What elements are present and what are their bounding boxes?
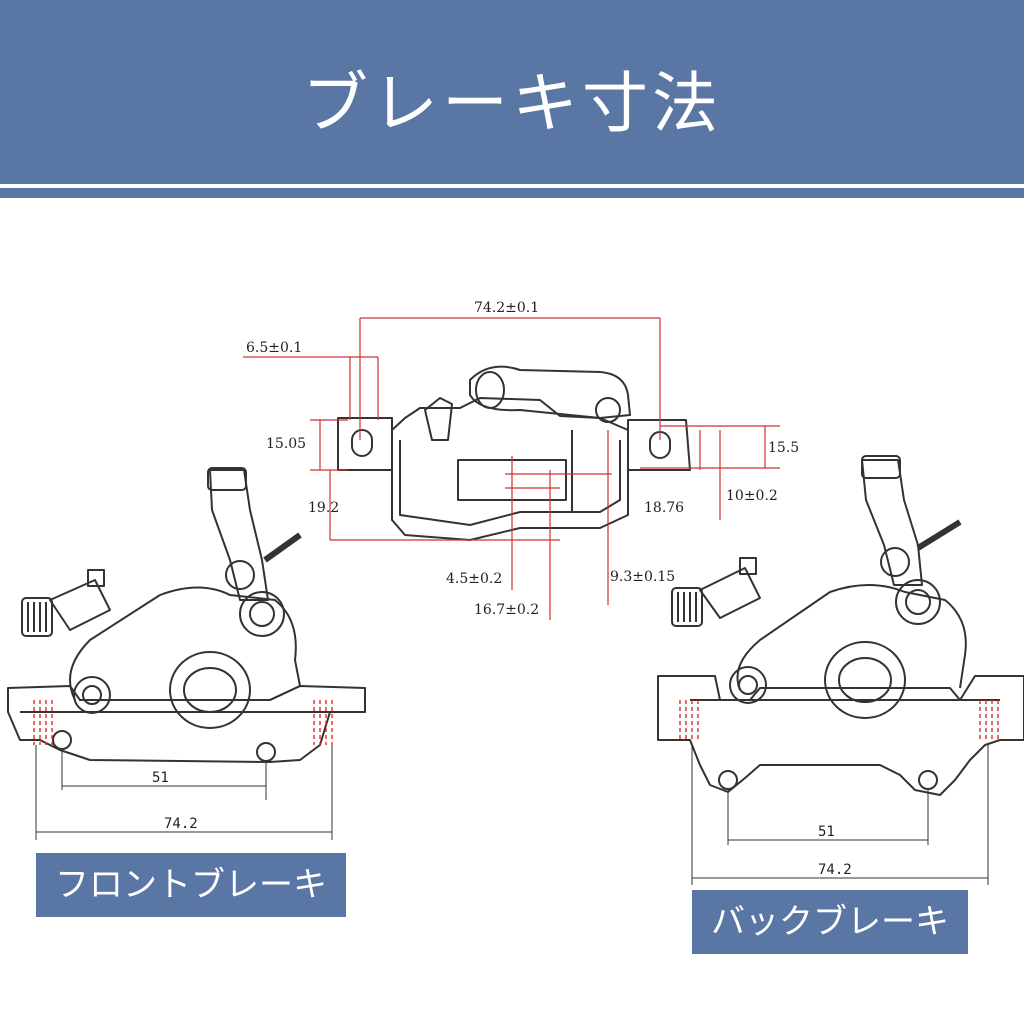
- front-outer-dim: 74.2: [164, 816, 198, 832]
- dim-h4-label: 10±0.2: [726, 488, 778, 504]
- page-title: ブレーキ寸法: [302, 65, 722, 142]
- dim-h3-label: 15.5: [768, 440, 799, 456]
- dim-h1-label: 15.05: [266, 436, 306, 452]
- dim-h2-label: 19.2: [308, 500, 339, 516]
- front-brake-label: フロントブレーキ: [36, 853, 346, 917]
- dim-w3-label: 9.3±0.15: [610, 569, 675, 585]
- center-dimension-lines: [243, 317, 780, 620]
- back-dimension-lines: [679, 700, 999, 740]
- front-dim-measure: [35, 745, 333, 840]
- back-brake-label: バックブレーキ: [692, 890, 968, 954]
- header-divider: [0, 188, 1024, 198]
- dim-width-label: 74.2±0.1: [474, 300, 539, 316]
- center-caliper: [337, 365, 691, 541]
- back-outer-dim: 74.2: [818, 862, 852, 878]
- dim-w1-label: 4.5±0.2: [446, 571, 502, 587]
- back-caliper: [657, 455, 1024, 796]
- back-inner-dim: 51: [818, 824, 835, 840]
- back-dim-measure: [691, 745, 989, 885]
- dim-h5-label: 18.76: [644, 500, 684, 516]
- dim-hole-label: 6.5±0.1: [246, 340, 302, 356]
- dim-w2-label: 16.7±0.2: [474, 602, 539, 618]
- header-banner: [0, 0, 1024, 184]
- front-inner-dim: 51: [152, 770, 169, 786]
- front-dimension-lines: [33, 700, 333, 745]
